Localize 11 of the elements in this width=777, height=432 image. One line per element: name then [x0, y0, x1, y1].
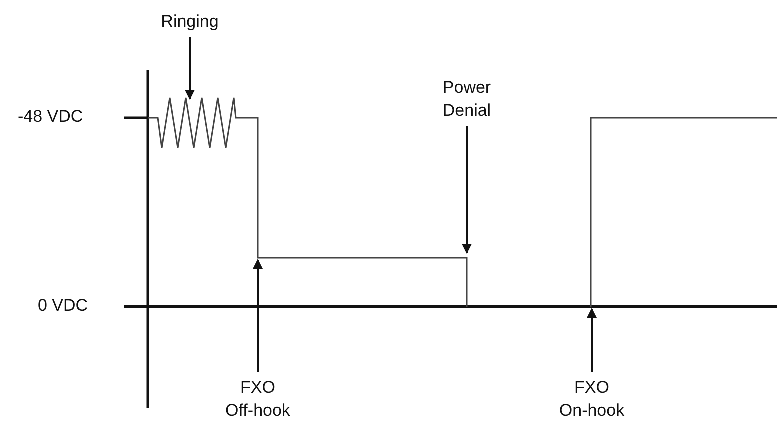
leader-arrow	[462, 126, 472, 254]
event-label: Ringing	[160, 11, 220, 33]
leader-arrow	[185, 37, 195, 100]
leader-arrow	[253, 259, 263, 372]
event-label: FXO Off-hook	[224, 377, 292, 422]
leader-arrow	[587, 308, 597, 372]
voltage-level-label: -48 VDC	[18, 107, 84, 127]
voltage-waveform	[147, 97, 777, 308]
voltage-level-label: 0 VDC	[38, 296, 88, 316]
event-label: Power Denial	[442, 77, 492, 122]
event-label: FXO On-hook	[558, 377, 626, 422]
